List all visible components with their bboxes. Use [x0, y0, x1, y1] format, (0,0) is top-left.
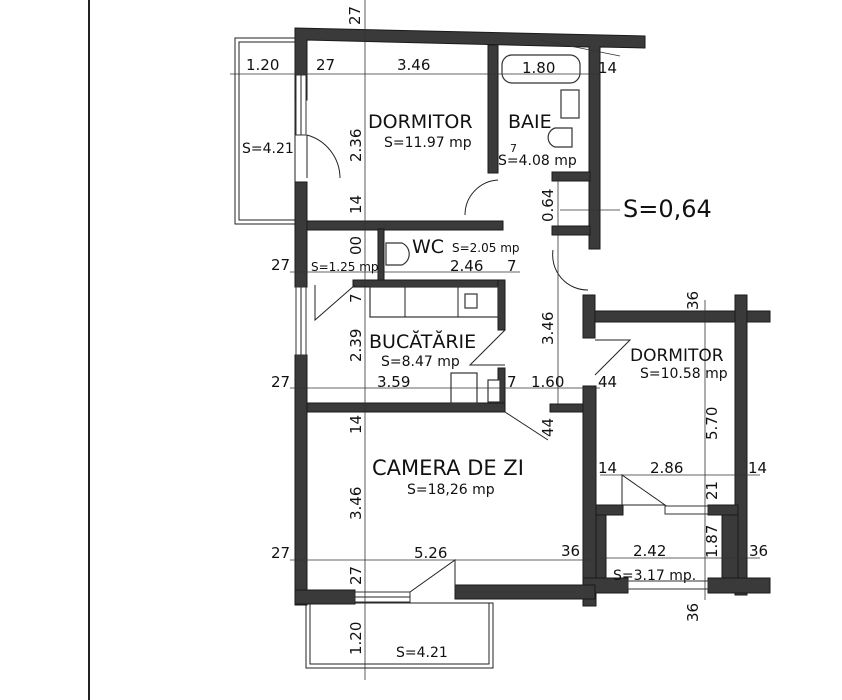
dimension-labels: 27 1.20 27 3.46 1.80 14 2.36 7 0.64 14 0…: [246, 6, 768, 655]
wc-toilet: [385, 242, 410, 266]
dim-balc-36-right: 36: [749, 542, 768, 560]
dimension-lines: [230, 0, 760, 680]
dim-wall-14-mid: 14: [347, 195, 365, 214]
room-area-dormitor-1: S=11.97 mp: [384, 135, 472, 151]
kitchen-sink: [464, 293, 478, 309]
dim-left-27-b: 27: [271, 373, 290, 391]
dim-wall-14-top: 14: [598, 59, 617, 77]
dim-wc-width: 2.46: [450, 257, 483, 275]
room-area-dormitor-2: S=10.58 mp: [640, 366, 728, 382]
dim-dorm2-36: 36: [684, 291, 702, 310]
dim-dorm2-14-left: 14: [598, 459, 617, 477]
dim-top-27: 27: [346, 6, 364, 25]
dim-living-height: 3.46: [347, 487, 365, 520]
dim-dorm2-width: 2.86: [650, 459, 683, 477]
room-area-balcon-sud: S=4.21: [396, 645, 448, 661]
dim-bathtub: 1.80: [522, 59, 555, 77]
dim-bottom-36: 36: [684, 603, 702, 622]
room-area-balcon-mic: S=3.17 mp.: [613, 568, 696, 584]
dim-dormitor-width: 3.46: [397, 56, 430, 74]
dim-living-36: 36: [561, 542, 580, 560]
room-name-wc: WC: [412, 236, 444, 258]
room-name-dormitor-1: DORMITOR: [368, 111, 473, 133]
bathroom-sink: [560, 89, 580, 119]
fixtures: [369, 54, 581, 404]
dim-kitchen-7b: 7: [507, 373, 517, 391]
closet-area-callout: S=0,64: [623, 195, 712, 223]
dim-wc-00: 00: [347, 236, 365, 255]
room-area-balcon-nord: S=4.21: [242, 141, 294, 157]
doors: [306, 134, 667, 593]
dim-balc-width: 2.42: [633, 542, 666, 560]
room-area-hol-mic: S=1.25 mp: [311, 260, 379, 274]
dim-closet-064: 0.64: [539, 189, 557, 222]
dim-baie-7: 7: [510, 142, 517, 155]
dim-wall-27: 27: [316, 56, 335, 74]
dim-kitchen-height: 2.39: [347, 329, 365, 362]
dim-living-14: 14: [347, 415, 365, 434]
dim-living-width: 5.26: [414, 544, 447, 562]
fridge: [487, 379, 501, 403]
balcony-north: [234, 37, 296, 225]
dim-door-44a: 44: [598, 373, 617, 391]
dim-balcony-width: 1.20: [246, 56, 279, 74]
dim-balc-187: 1.87: [703, 525, 721, 558]
dim-wc-7: 7: [507, 257, 517, 275]
dim-hall-width: 1.60: [531, 373, 564, 391]
dim-south-balcony-height: 1.20: [347, 622, 365, 655]
room-name-dormitor-2: DORMITOR: [630, 346, 724, 366]
room-name-baie: BAIE: [508, 111, 552, 133]
kitchen-counter: [369, 286, 499, 318]
room-area-bucatarie: S=8.47 mp: [381, 354, 460, 370]
room-area-camera-de-zi: S=18,26 mp: [407, 482, 495, 498]
bathroom-toilet: [547, 127, 573, 148]
dim-door-44b: 44: [539, 418, 557, 437]
page-edge-line: [88, 0, 90, 700]
dim-south-27: 27: [347, 566, 365, 585]
balcony-south: [305, 602, 494, 669]
dim-hall-height: 3.46: [539, 312, 557, 345]
dim-kitchen-width: 3.59: [377, 373, 410, 391]
dim-left-27-a: 27: [271, 256, 290, 274]
bathtub: [501, 54, 581, 84]
room-area-baie: S=4.08 mp: [498, 153, 577, 169]
room-name-bucatarie: BUCĂTĂRIE: [369, 329, 476, 353]
room-name-camera-de-zi: CAMERA DE ZI: [372, 456, 524, 480]
dim-dormitor-height: 2.36: [347, 129, 365, 162]
dim-dorm2-14-right: 14: [748, 459, 767, 477]
dim-left-27-c: 27: [271, 544, 290, 562]
room-labels: DORMITOR S=11.97 mp BAIE S=4.08 mp WC S=…: [242, 111, 728, 661]
dim-dorm2-height: 5.70: [703, 407, 721, 440]
dim-balc-21: 21: [703, 481, 721, 500]
room-area-wc: S=2.05 mp: [452, 241, 520, 255]
windows: [295, 74, 709, 603]
dim-kitchen-7: 7: [347, 293, 365, 303]
